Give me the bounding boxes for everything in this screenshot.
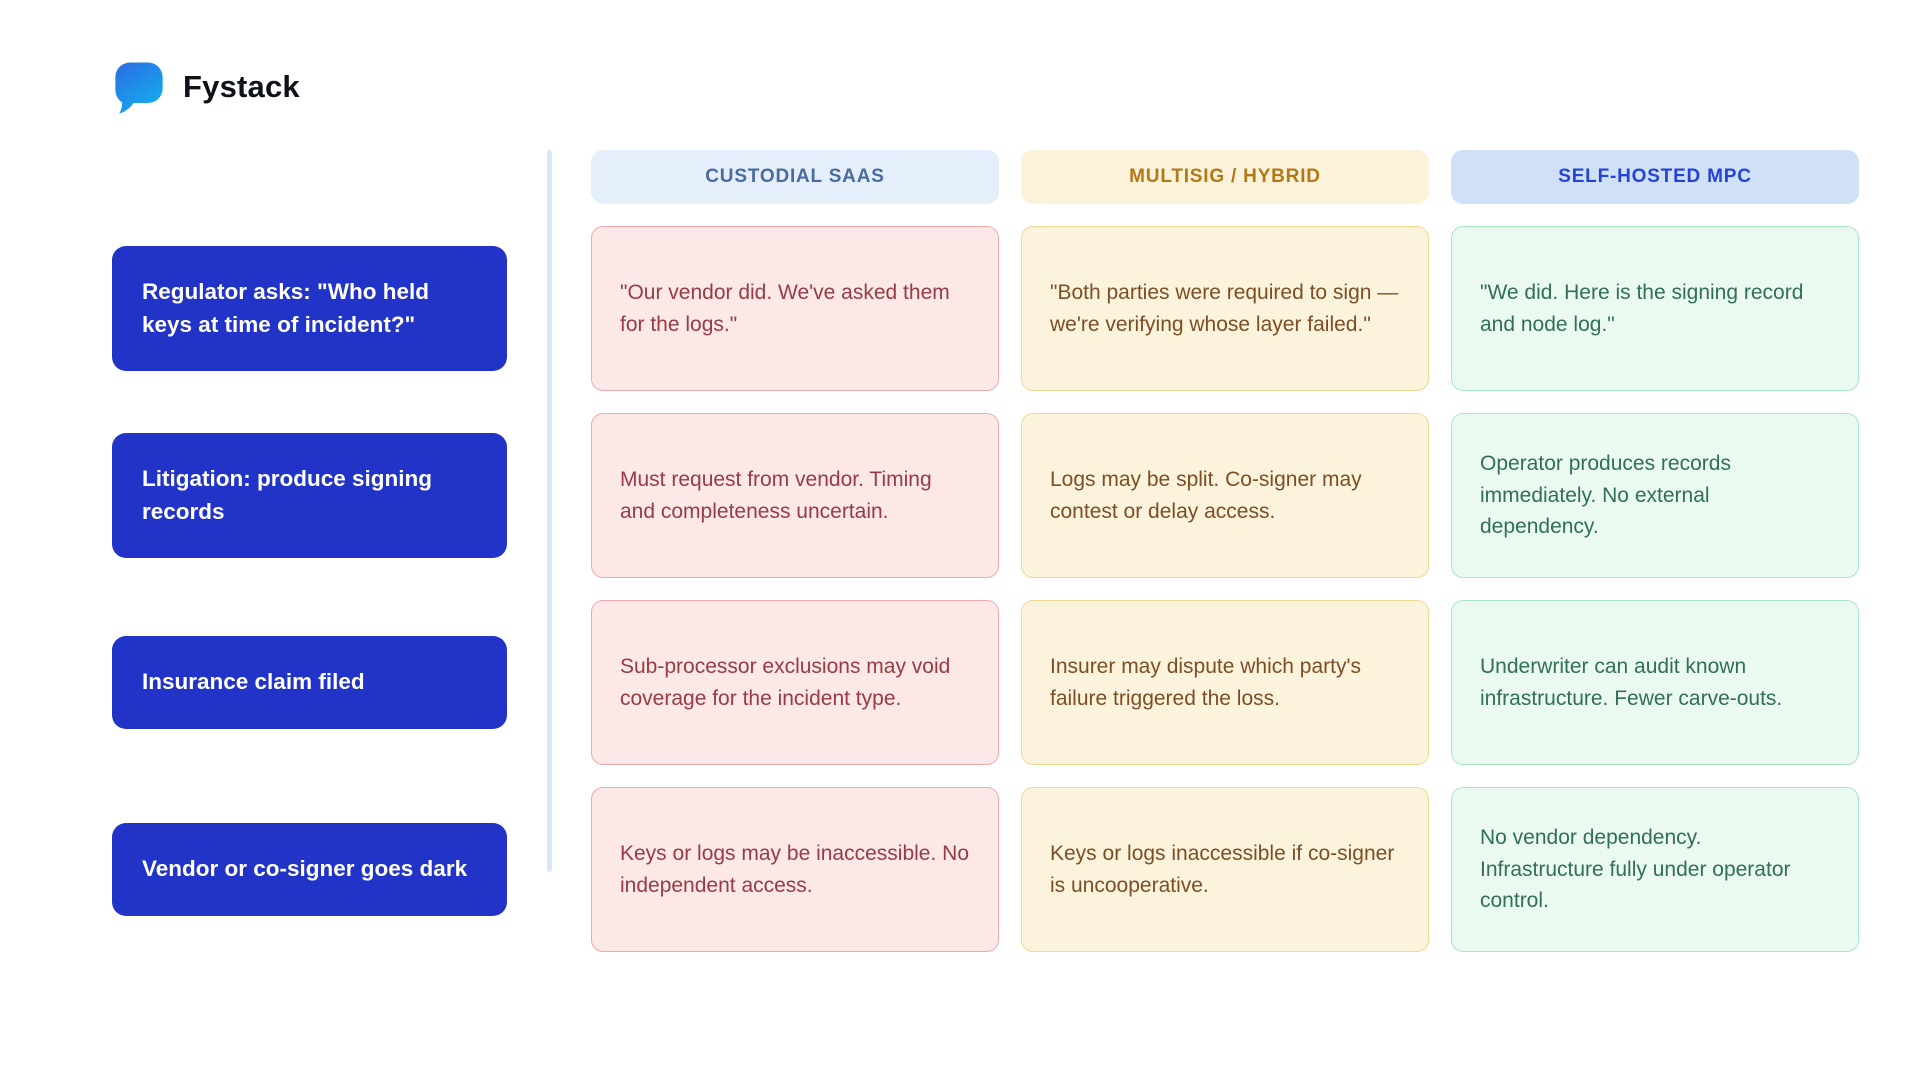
vertical-divider [546, 150, 552, 872]
cell-regulator-custodial: "Our vendor did. We've asked them for th… [591, 226, 999, 391]
cell-insurance-mpc: Underwriter can audit known infrastructu… [1451, 600, 1859, 765]
speech-bubble-icon [112, 58, 166, 116]
cell-insurance-multisig: Insurer may dispute which party's failur… [1021, 600, 1429, 765]
column-header-custodial-saas: CUSTODIAL SAAS [591, 150, 999, 204]
cell-vendor-dark-custodial: Keys or logs may be inaccessible. No ind… [591, 787, 999, 952]
brand-header: Fystack [112, 58, 300, 116]
scenario-label-litigation: Litigation: produce signing records [112, 432, 507, 559]
scenario-label-vendor-dark: Vendor or co-signer goes dark [112, 823, 507, 916]
cell-litigation-mpc: Operator produces records immediately. N… [1451, 413, 1859, 578]
column-header-self-hosted-mpc: SELF-HOSTED MPC [1451, 150, 1859, 204]
scenario-label-insurance: Insurance claim filed [112, 636, 507, 729]
cell-vendor-dark-mpc: No vendor dependency. Infrastructure ful… [1451, 787, 1859, 952]
brand-name: Fystack [183, 69, 300, 104]
cell-insurance-custodial: Sub-processor exclusions may void covera… [591, 600, 999, 765]
cell-litigation-custodial: Must request from vendor. Timing and com… [591, 413, 999, 578]
cell-vendor-dark-multisig: Keys or logs inaccessible if co-signer i… [1021, 787, 1429, 952]
cell-regulator-multisig: "Both parties were required to sign — we… [1021, 226, 1429, 391]
column-header-multisig-hybrid: MULTISIG / HYBRID [1021, 150, 1429, 204]
cell-regulator-mpc: "We did. Here is the signing record and … [1451, 226, 1859, 391]
comparison-matrix: CUSTODIAL SAAS MULTISIG / HYBRID SELF-HO… [112, 150, 1859, 952]
scenario-label-regulator: Regulator asks: "Who held keys at time o… [112, 245, 507, 372]
cell-litigation-multisig: Logs may be split. Co-signer may contest… [1021, 413, 1429, 578]
